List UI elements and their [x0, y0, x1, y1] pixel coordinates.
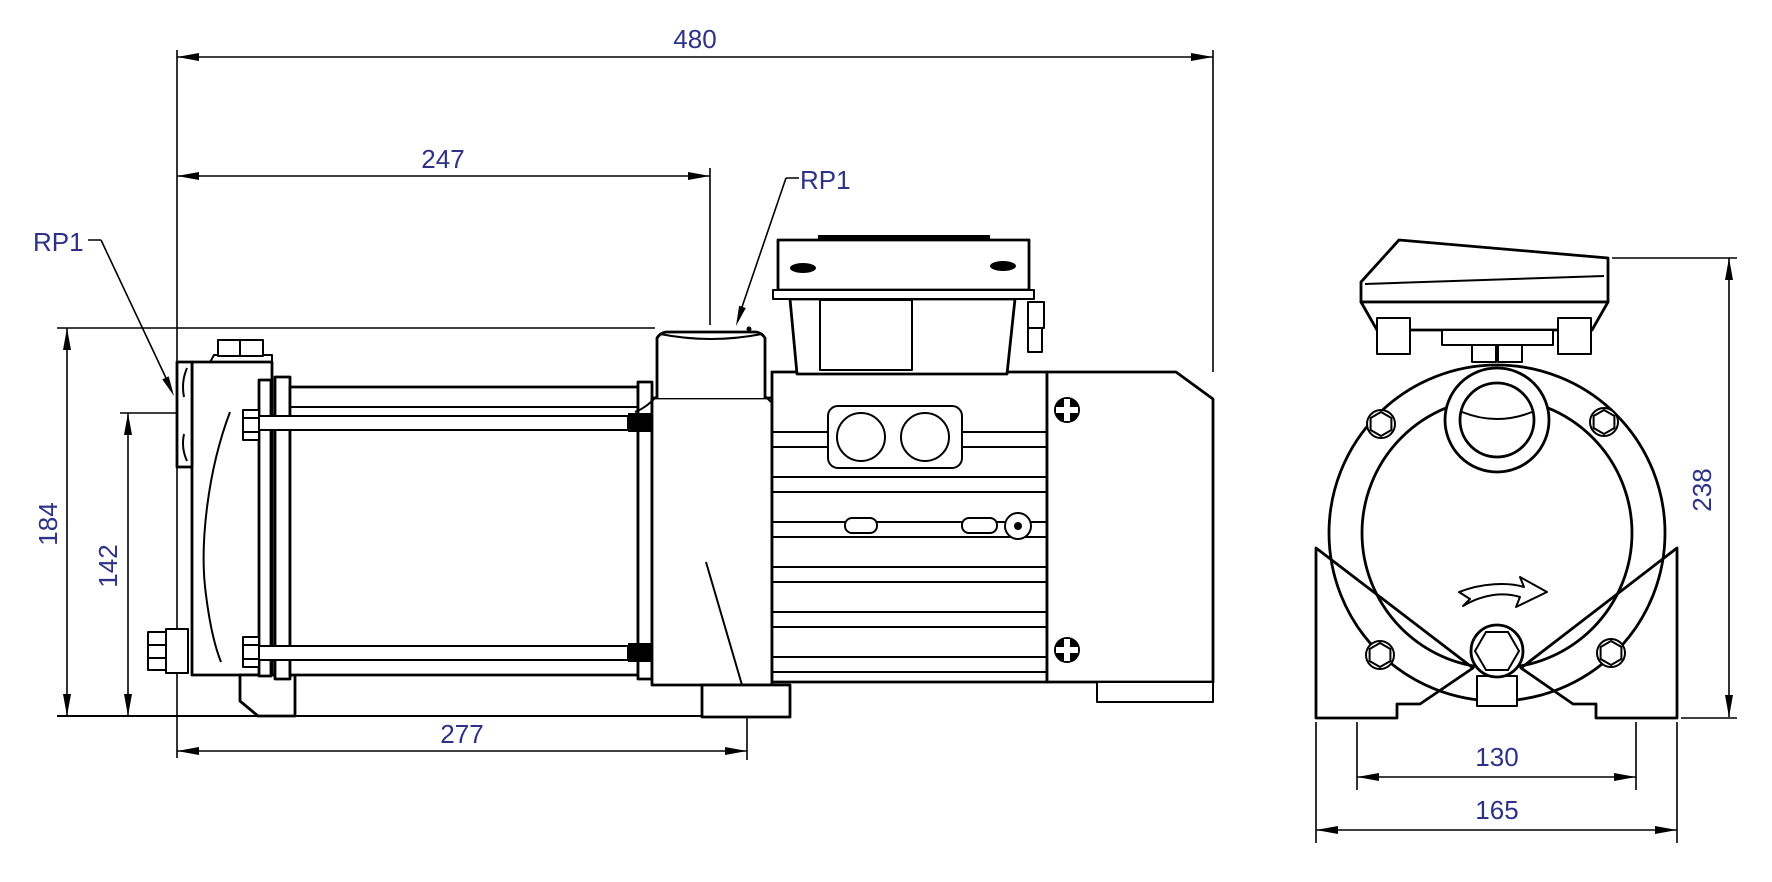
- tie-rod-bolt-top-left: [242, 409, 260, 441]
- dim-port-center-height: 142: [93, 413, 132, 716]
- dim-port-center-height-value: 142: [93, 544, 123, 587]
- drain-plug-cap: [147, 631, 167, 671]
- box-lug-left: [1376, 317, 1411, 355]
- motor-foot: [700, 683, 792, 719]
- terminal-box-plate: [819, 299, 913, 371]
- terminal-box-tab-upper: [1027, 301, 1045, 329]
- end-foot-left: [1314, 546, 1475, 720]
- terminal-box-cap: [776, 238, 1031, 292]
- tie-rod-nut-bottom: [628, 643, 657, 662]
- port-nut-right: [1497, 344, 1523, 363]
- barrel-shell: [288, 385, 640, 677]
- side-view: 480 247 184 142 277: [33, 24, 1215, 760]
- flange-bolt-top-left-icon: [1366, 409, 1396, 439]
- drain-plug-circle: [1469, 623, 1525, 679]
- dim-overall-height-end: 238: [1612, 257, 1737, 719]
- flange-bolt-bottom-left-icon: [1365, 640, 1395, 670]
- discharge-port-label: RP1: [800, 165, 851, 195]
- dim-overall-height-side: 184: [33, 328, 71, 716]
- dim-overall-length-value: 480: [673, 24, 716, 54]
- port-bracket: [1441, 329, 1554, 346]
- cable-gland-left-icon: [836, 412, 886, 462]
- discharge-body: [650, 396, 774, 687]
- terminal-box-roof: [1359, 238, 1610, 304]
- dim-overall-height-end-value: 238: [1687, 468, 1717, 511]
- dim-overall-height-side-value: 184: [33, 502, 63, 545]
- dim-foot-hole-spacing-value: 130: [1475, 742, 1518, 772]
- drain-plug-collar: [165, 628, 189, 674]
- pump-foot: [238, 673, 297, 718]
- tie-rod-top: [256, 415, 629, 431]
- drain-plug-hex-icon: [1473, 631, 1521, 671]
- discharge-port-callout: RP1: [736, 165, 851, 332]
- end-view: 238 130 165: [1314, 238, 1737, 843]
- shaft-link-right: [961, 517, 998, 534]
- pump-barrel: [242, 375, 691, 681]
- terminal-box-side: [772, 235, 1045, 469]
- cable-gland-right-icon: [900, 412, 950, 462]
- dim-base-width-value: 165: [1475, 795, 1518, 825]
- dim-base-width: 165: [1315, 722, 1678, 843]
- cap-screw-left-icon: [790, 263, 816, 273]
- tie-rod-nut-top: [628, 413, 657, 432]
- box-lug-right: [1557, 317, 1592, 355]
- discharge-casing: [634, 330, 792, 719]
- port-center-dot: [746, 326, 752, 332]
- phillips-screw-top-icon: [1054, 397, 1080, 423]
- tie-rod-bottom: [256, 645, 629, 661]
- flange-bolt-top-right-icon: [1589, 407, 1619, 437]
- drain-plug-block: [1476, 675, 1518, 707]
- dim-overall-length: 480: [177, 24, 1213, 61]
- motor-end-lip: [1096, 681, 1214, 703]
- dim-port-distance-value: 247: [421, 144, 464, 174]
- suction-flange-strip: [175, 360, 194, 469]
- dim-port-distance: 247: [177, 144, 710, 180]
- dim-foot-distance: 277: [177, 719, 747, 755]
- shaft-link-left: [844, 517, 878, 534]
- flange-bolt-bottom-right-icon: [1596, 638, 1626, 668]
- tie-rod-bolt-bottom-left: [242, 636, 260, 668]
- cap-screw-right-icon: [990, 261, 1016, 271]
- dim-foot-hole-spacing: 130: [1356, 722, 1637, 790]
- terminal-box-cap-flange: [772, 289, 1035, 300]
- discharge-port: [655, 330, 767, 398]
- terminal-box-end: [1359, 238, 1610, 363]
- phillips-screw-bottom-icon: [1054, 637, 1080, 663]
- rotation-arrow-icon: [1458, 576, 1548, 608]
- end-foot-right: [1519, 546, 1679, 720]
- motor-end-cover: [1045, 370, 1215, 684]
- suction-port-label: RP1: [33, 227, 84, 257]
- port-nut-left: [1471, 344, 1497, 363]
- foot-brace: [705, 561, 743, 686]
- casing-contour-curve: [202, 411, 231, 663]
- end-port-thread-line: [1461, 411, 1533, 420]
- dim-foot-distance-value: 277: [440, 719, 483, 749]
- suction-port-callout: RP1: [33, 227, 174, 396]
- terminal-box-tab-lower: [1027, 327, 1043, 353]
- stage-flange-plate-left-1: [257, 378, 273, 678]
